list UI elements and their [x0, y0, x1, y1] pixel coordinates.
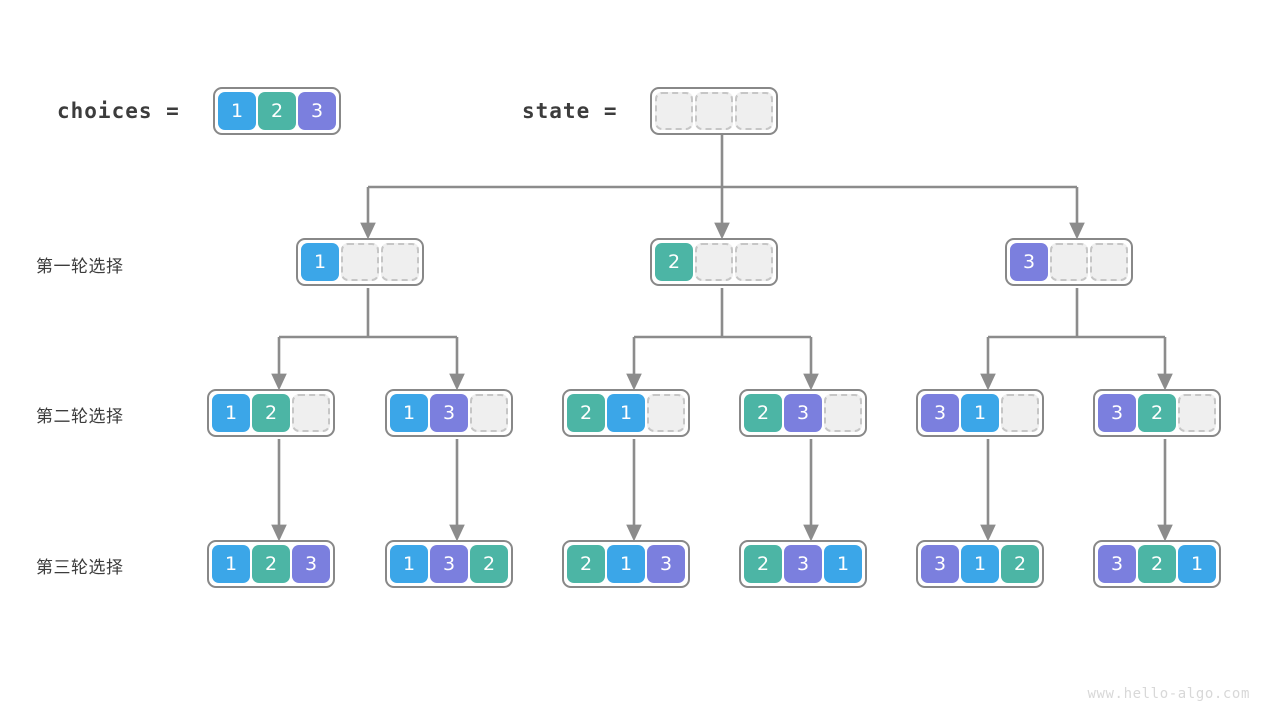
level3-node-1: 1 3 2: [385, 540, 513, 588]
choices-label: choices =: [57, 99, 180, 123]
level1-node-1-cell-2: [735, 243, 773, 281]
level1-node-1-cell-1: [695, 243, 733, 281]
level2-node-1-cell-2: [470, 394, 508, 432]
state-label: state =: [522, 99, 618, 123]
level3-node-4-cell-2: 2: [1001, 545, 1039, 583]
level2-node-4: 3 1: [916, 389, 1044, 437]
state-cell-1: [695, 92, 733, 130]
level1-node-2-cell-2: [1090, 243, 1128, 281]
level2-node-0: 1 2: [207, 389, 335, 437]
level2-node-0-cell-0: 1: [212, 394, 250, 432]
level2-node-2-cell-2: [647, 394, 685, 432]
level3-node-1-cell-2: 2: [470, 545, 508, 583]
level1-node-2-cell-0: 3: [1010, 243, 1048, 281]
level3-node-5-cell-0: 3: [1098, 545, 1136, 583]
level1-node-0-cell-2: [381, 243, 419, 281]
level2-node-1: 1 3: [385, 389, 513, 437]
level3-node-3-cell-1: 3: [784, 545, 822, 583]
level2-node-1-cell-0: 1: [390, 394, 428, 432]
level3-node-0-cell-2: 3: [292, 545, 330, 583]
state-cell-0: [655, 92, 693, 130]
level2-node-3-cell-1: 3: [784, 394, 822, 432]
level3-node-1-cell-0: 1: [390, 545, 428, 583]
level3-node-4-cell-0: 3: [921, 545, 959, 583]
level2-node-5-cell-0: 3: [1098, 394, 1136, 432]
choices-cell-0: 1: [218, 92, 256, 130]
level2-node-4-cell-0: 3: [921, 394, 959, 432]
level3-node-2: 2 1 3: [562, 540, 690, 588]
watermark: www.hello-algo.com: [1087, 686, 1250, 702]
choices-cell-2: 3: [298, 92, 336, 130]
level3-node-3-cell-2: 1: [824, 545, 862, 583]
level3-node-3-cell-0: 2: [744, 545, 782, 583]
state-array: [650, 87, 778, 135]
level1-node-1-cell-0: 2: [655, 243, 693, 281]
level3-node-0-cell-1: 2: [252, 545, 290, 583]
level1-node-2-cell-1: [1050, 243, 1088, 281]
choices-cell-1: 2: [258, 92, 296, 130]
level3-node-2-cell-0: 2: [567, 545, 605, 583]
level2-node-5: 3 2: [1093, 389, 1221, 437]
level2-node-2: 2 1: [562, 389, 690, 437]
level3-node-5-cell-2: 1: [1178, 545, 1216, 583]
level2-node-2-cell-1: 1: [607, 394, 645, 432]
level2-node-5-cell-2: [1178, 394, 1216, 432]
level3-node-4-cell-1: 1: [961, 545, 999, 583]
round-label-1: 第一轮选择: [36, 257, 124, 277]
state-cell-2: [735, 92, 773, 130]
level2-node-3: 2 3: [739, 389, 867, 437]
level2-node-2-cell-0: 2: [567, 394, 605, 432]
level1-node-2: 3: [1005, 238, 1133, 286]
level1-node-0-cell-0: 1: [301, 243, 339, 281]
level2-node-5-cell-1: 2: [1138, 394, 1176, 432]
level2-node-1-cell-1: 3: [430, 394, 468, 432]
level3-node-4: 3 1 2: [916, 540, 1044, 588]
level1-node-1: 2: [650, 238, 778, 286]
round-label-2: 第二轮选择: [36, 407, 124, 427]
level3-node-2-cell-1: 1: [607, 545, 645, 583]
level2-node-0-cell-2: [292, 394, 330, 432]
level2-node-3-cell-2: [824, 394, 862, 432]
level3-node-5: 3 2 1: [1093, 540, 1221, 588]
level3-node-0-cell-0: 1: [212, 545, 250, 583]
level2-node-4-cell-2: [1001, 394, 1039, 432]
level3-node-5-cell-1: 2: [1138, 545, 1176, 583]
level2-node-4-cell-1: 1: [961, 394, 999, 432]
level3-node-3: 2 3 1: [739, 540, 867, 588]
level1-node-0-cell-1: [341, 243, 379, 281]
round-label-3: 第三轮选择: [36, 558, 124, 578]
level2-node-0-cell-1: 2: [252, 394, 290, 432]
choices-array: 1 2 3: [213, 87, 341, 135]
level2-node-3-cell-0: 2: [744, 394, 782, 432]
level3-node-1-cell-1: 3: [430, 545, 468, 583]
level3-node-0: 1 2 3: [207, 540, 335, 588]
level1-node-0: 1: [296, 238, 424, 286]
level3-node-2-cell-2: 3: [647, 545, 685, 583]
